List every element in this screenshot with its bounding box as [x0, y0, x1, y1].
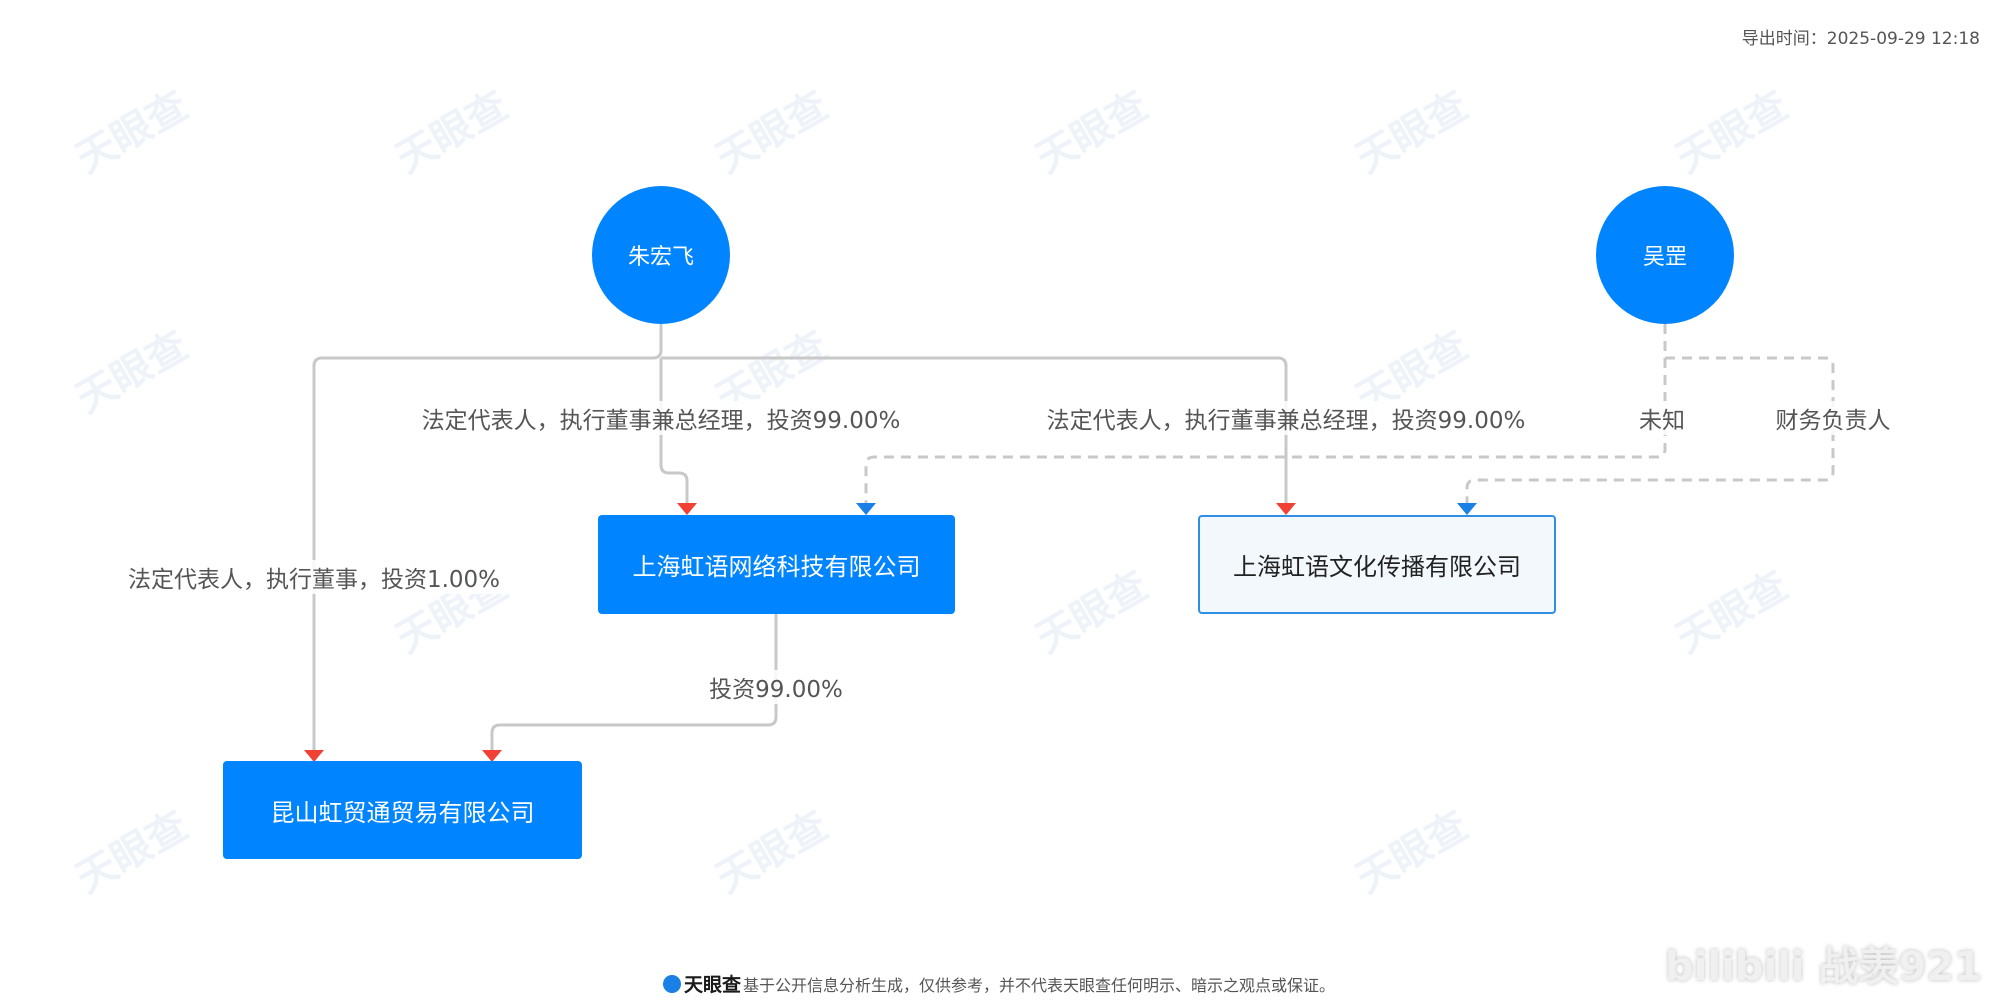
footer-disclaimer: 基于公开信息分析生成，仅供参考，并不代表天眼查任何明示、暗示之观点或保证。: [743, 975, 1336, 995]
arrow-red: [677, 503, 697, 515]
arrow-blue: [1457, 503, 1477, 515]
tianyancha-logo: 天眼查: [663, 970, 741, 997]
person-node-wu[interactable]: 吴罡: [1596, 186, 1734, 324]
person-node-zhu[interactable]: 朱宏飞: [592, 186, 730, 324]
bilibili-watermark: bilibili 战羡921: [1665, 944, 1982, 990]
edge-zhu-right: [661, 356, 1288, 508]
edge-label: 法定代表人，执行董事兼总经理，投资99.00%: [415, 401, 907, 435]
edge-wangluo-kunshan: [490, 614, 778, 755]
edge-label: 投资99.00%: [703, 670, 849, 704]
edge-wu-wangluo: [864, 324, 1667, 508]
tianyancha-logo-icon: [663, 974, 681, 993]
edge-label: 法定代表人，执行董事兼总经理，投资99.00%: [1040, 401, 1532, 435]
company-node-wangluo[interactable]: 上海虹语网络科技有限公司: [598, 515, 955, 614]
footer: 天眼查 基于公开信息分析生成，仅供参考，并不代表天眼查任何明示、暗示之观点或保证…: [663, 970, 1335, 997]
arrow-red: [482, 750, 502, 762]
arrow-red: [1276, 503, 1296, 515]
edge-label: 法定代表人，执行董事，投资1.00%: [121, 560, 507, 594]
company-node-kunshan[interactable]: 昆山虹贸通贸易有限公司: [223, 761, 582, 859]
arrow-blue: [856, 503, 876, 515]
export-time: 导出时间：2025-09-29 12:18: [1741, 29, 1980, 49]
edge-wu-wenhua: [1465, 356, 1835, 508]
edge-zhu-center: [659, 358, 689, 508]
edge-label: 财务负责人: [1769, 401, 1897, 435]
arrow-red: [304, 750, 324, 762]
edge-zhu-trunk: [312, 324, 663, 755]
edge-label: 未知: [1633, 401, 1691, 435]
company-node-wenhua[interactable]: 上海虹语文化传播有限公司: [1198, 515, 1556, 614]
brand-name: 天眼查: [684, 974, 742, 996]
